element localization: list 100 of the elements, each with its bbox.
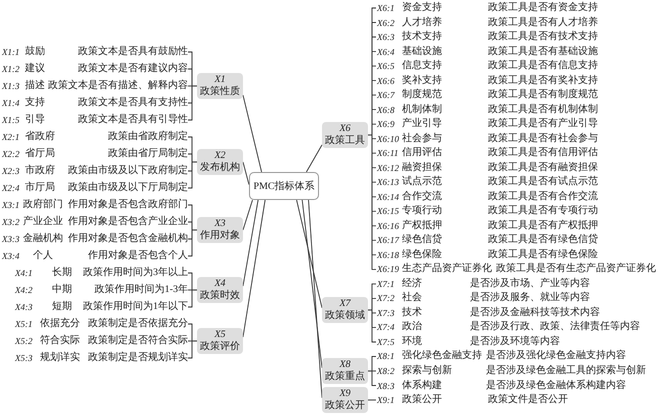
category-code: X5 xyxy=(214,329,226,341)
bracket-line xyxy=(188,230,198,256)
bracket-line xyxy=(188,290,198,308)
indicator-description: 政策工具是否有奖补支持 xyxy=(488,74,598,88)
indicator-description: 政策文本是否具有引导性 xyxy=(78,112,188,127)
indicator-description: 是否涉及绿色金融体系构建内容 xyxy=(486,378,626,393)
indicator-description: 是否涉及市场、产业等内容 xyxy=(470,276,590,291)
indicator-name: 专项行动 xyxy=(402,204,442,218)
indicator-name: 经济 xyxy=(402,276,422,291)
indicator-name: 市厅局 xyxy=(25,180,55,195)
index-code: X7:3 xyxy=(377,306,394,320)
index-code: X6:4 xyxy=(377,46,394,59)
indicator-name: 机制体制 xyxy=(402,102,442,117)
indicator-name: 环境 xyxy=(402,334,422,349)
index-code: X2:2 xyxy=(2,148,20,161)
index-code: X3:2 xyxy=(2,216,20,229)
indicator-name: 信息支持 xyxy=(402,59,442,74)
index-code: X6:8 xyxy=(377,104,394,117)
indicator-description: 政策工具是否有基础设施 xyxy=(488,44,598,59)
indicator-description: 政策文本是否有建议内容 xyxy=(78,62,188,76)
indicator-description: 政策工具是否有绿色信贷 xyxy=(488,233,598,248)
category-code: X9 xyxy=(339,388,351,400)
index-code: X6:12 xyxy=(377,162,399,175)
indicator-description: 政策工具是否有融资担保 xyxy=(488,160,598,175)
index-code: X7:1 xyxy=(377,278,394,291)
indicator-name: 绿色保险 xyxy=(402,248,442,262)
indicator-description: 作用对象是否包含个人 xyxy=(88,248,188,263)
category-box xyxy=(322,122,368,148)
index-code: X5:2 xyxy=(15,335,32,348)
indicator-name: 符合实际 xyxy=(40,334,80,348)
category-code: X4 xyxy=(214,278,226,290)
indicator-name: 鼓励 xyxy=(25,44,45,59)
connector-line xyxy=(302,200,322,368)
connector-line xyxy=(242,200,259,287)
indicator-name: 试点示范 xyxy=(402,175,442,190)
indicator-name: 融资担保 xyxy=(402,160,442,175)
bracket-line xyxy=(368,370,376,386)
category-name: 政策重点 xyxy=(325,371,365,383)
category-name: 政策评价 xyxy=(200,341,240,353)
category-box xyxy=(322,358,368,384)
indicator-name: 生态产品资产证券化 xyxy=(402,262,492,276)
indicator-description: 是否涉及行政、政策、法律责任等内容 xyxy=(470,320,640,334)
index-code: X6:15 xyxy=(377,205,399,218)
connector-line xyxy=(242,200,253,230)
index-code: X1:4 xyxy=(2,97,20,110)
indicator-description: 政策工具是否有信息支持 xyxy=(488,59,598,74)
indicator-name: 奖补支持 xyxy=(402,74,442,88)
index-code: X4:3 xyxy=(15,301,32,314)
bracket-line xyxy=(188,340,198,358)
category-code: X7 xyxy=(339,298,351,310)
indicator-description: 政策由省厅局制定 xyxy=(108,146,188,161)
connector-line xyxy=(242,200,266,338)
indicator-description: 是否涉及服务、就业等内容 xyxy=(470,291,590,306)
indicator-name: 政治 xyxy=(402,320,422,334)
indicator-description: 政策文本是否具有支持性 xyxy=(78,96,188,110)
index-code: X8:1 xyxy=(377,350,394,364)
index-code: X2:1 xyxy=(2,131,20,144)
category-code: X2 xyxy=(214,150,226,162)
index-code: X7:2 xyxy=(377,292,394,306)
index-code: X8:3 xyxy=(377,380,394,393)
index-code: X6:16 xyxy=(377,220,399,233)
indicator-description: 政策由市级及以下政府制定 xyxy=(68,164,188,178)
index-code: X3:3 xyxy=(2,233,20,246)
index-code: X3:4 xyxy=(2,250,20,263)
indicator-description: 政策工具是否有合作交流 xyxy=(488,190,598,204)
indicator-name: 合作交流 xyxy=(402,190,442,204)
indicator-name: 制度规范 xyxy=(402,88,442,102)
indicator-name: 人才培养 xyxy=(402,16,442,30)
indicator-name: 金融机构 xyxy=(23,232,63,246)
indicator-description: 政策制定是否符合实际 xyxy=(88,334,188,348)
indicator-description: 作用对象是否包含政府部门 xyxy=(68,198,188,212)
index-code: X8:2 xyxy=(377,365,394,378)
category-name: 政策工具 xyxy=(325,135,365,147)
indicator-description: 是否涉及环境等内容 xyxy=(470,334,560,349)
indicator-description: 政策文本是否具有鼓励性 xyxy=(78,44,188,59)
indicator-description: 作用对象是否包含产业企业 xyxy=(68,214,188,229)
indicator-name: 信用评估 xyxy=(402,146,442,160)
index-code: X7:5 xyxy=(377,336,394,349)
category-name: 政策公开 xyxy=(325,400,365,412)
connector-line xyxy=(242,162,250,186)
category-box xyxy=(197,328,243,354)
index-code: X5:3 xyxy=(15,352,32,365)
indicator-description: 政策工具是否有资金支持 xyxy=(488,1,598,15)
category-box xyxy=(197,217,243,243)
indicator-name: 技术 xyxy=(402,306,422,320)
indicator-name: 探索与创新 xyxy=(402,364,452,378)
category-name: 政策领域 xyxy=(325,310,365,322)
bracket-line xyxy=(188,162,198,188)
indicator-name: 中期 xyxy=(52,282,72,297)
connector-line xyxy=(308,200,322,398)
indicator-name: 绿色信贷 xyxy=(402,233,442,248)
indicator-name: 体系构建 xyxy=(402,378,442,393)
indicator-name: 短期 xyxy=(52,300,72,314)
indicator-description: 政策工具是否有生态产品资产证券化 xyxy=(496,262,656,276)
indicator-name: 引导 xyxy=(25,113,45,127)
indicator-name: 强化绿色金融支持 xyxy=(402,349,482,364)
index-code: X6:17 xyxy=(377,234,399,248)
category-box xyxy=(197,277,243,303)
index-code: X6:3 xyxy=(377,31,394,44)
indicator-name: 个人 xyxy=(33,249,53,263)
